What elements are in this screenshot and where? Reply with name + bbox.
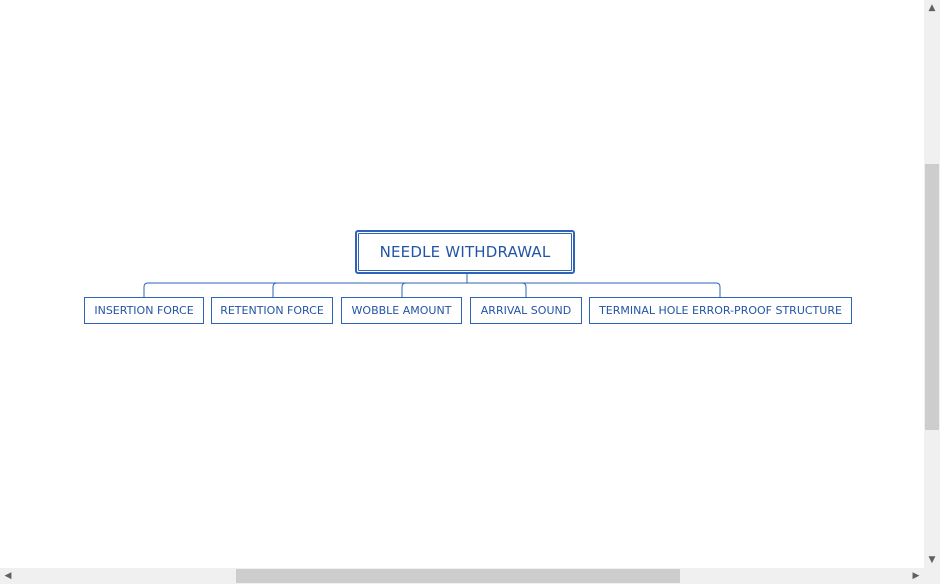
- branch-drop-wobble: [401, 282, 407, 297]
- scrollbar-corner: [924, 568, 940, 584]
- child-node-insertion-force[interactable]: INSERTION FORCE: [84, 297, 204, 324]
- root-node[interactable]: NEEDLE WITHDRAWAL: [355, 230, 575, 274]
- chevron-left-icon[interactable]: ◀: [4, 571, 12, 581]
- child-node-label: ARRIVAL SOUND: [480, 304, 572, 317]
- child-node-label: RETENTION FORCE: [220, 304, 324, 317]
- chevron-up-icon[interactable]: ▲: [928, 3, 936, 13]
- branch-drop-arrival: [521, 282, 527, 297]
- chevron-right-icon[interactable]: ▶: [912, 571, 920, 581]
- horizontal-scrollbar[interactable]: ◀ ▶: [0, 568, 924, 584]
- chevron-down-icon[interactable]: ▼: [928, 555, 936, 565]
- vertical-scroll-thumb[interactable]: [925, 164, 939, 430]
- branch-bar-line: [143, 282, 721, 297]
- child-node-label: INSERTION FORCE: [94, 304, 194, 317]
- horizontal-scroll-thumb[interactable]: [236, 569, 680, 583]
- child-node-label: TERMINAL HOLE ERROR-PROOF STRUCTURE: [599, 304, 842, 317]
- child-node-arrival-sound[interactable]: ARRIVAL SOUND: [470, 297, 582, 324]
- child-node-terminal-hole-error-proof-structure[interactable]: TERMINAL HOLE ERROR-PROOF STRUCTURE: [589, 297, 852, 324]
- diagram-canvas: NEEDLE WITHDRAWAL INSERTION FORCE RETENT…: [84, 230, 852, 324]
- branch-drop-retention: [272, 282, 278, 297]
- root-node-label: NEEDLE WITHDRAWAL: [379, 243, 551, 261]
- child-node-wobble-amount[interactable]: WOBBLE AMOUNT: [341, 297, 462, 324]
- vertical-scrollbar[interactable]: ▲ ▼: [924, 0, 940, 568]
- connector-lines: [143, 274, 721, 297]
- child-node-label: WOBBLE AMOUNT: [351, 304, 452, 317]
- child-node-retention-force[interactable]: RETENTION FORCE: [211, 297, 333, 324]
